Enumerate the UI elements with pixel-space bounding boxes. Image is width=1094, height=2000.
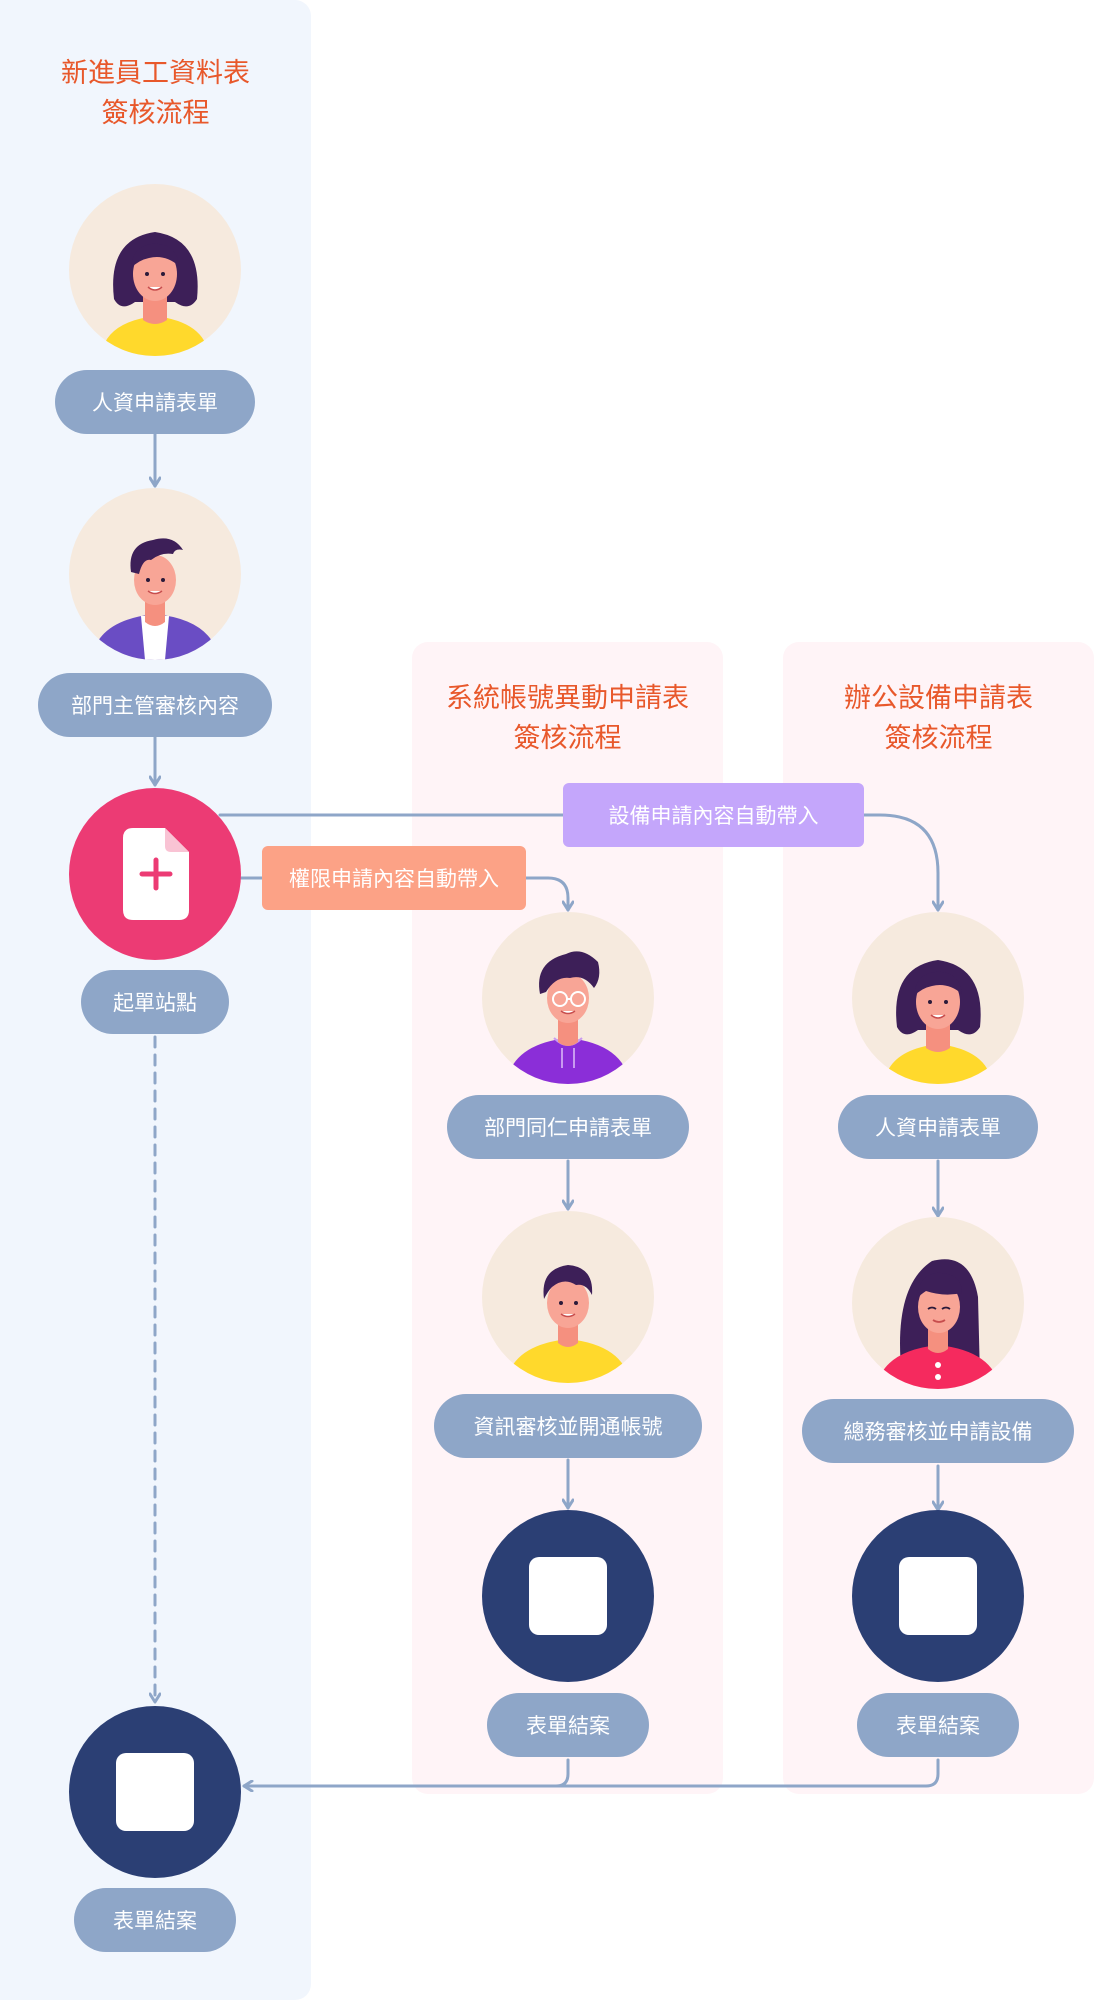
node-start-station[interactable]: 起單站點 bbox=[81, 970, 229, 1034]
lane-title-system-account: 系統帳號異動申請表 簽核流程 bbox=[446, 683, 689, 754]
node-main-form-closed[interactable]: 表單結案 bbox=[74, 1888, 236, 1952]
node-hr-apply-form[interactable]: 人資申請表單 bbox=[55, 370, 255, 434]
avatar-hr-woman bbox=[69, 184, 241, 356]
node-hr-apply-form-2[interactable]: 人資申請表單 bbox=[838, 1095, 1038, 1159]
end-node-office[interactable] bbox=[852, 1510, 1024, 1682]
connector-start-to-equipment bbox=[218, 813, 938, 912]
node-general-review-apply-equipment[interactable]: 總務審核並申請設備 bbox=[802, 1399, 1074, 1463]
node-colleague-apply[interactable]: 部門同仁申請表單 bbox=[447, 1095, 689, 1159]
tag-permission-auto-fill: 權限申請內容自動帶入 bbox=[262, 846, 526, 910]
stop-icon bbox=[899, 1557, 977, 1635]
node-system-form-closed[interactable]: 表單結案 bbox=[487, 1693, 649, 1757]
add-document-icon bbox=[123, 828, 189, 920]
connector-start-to-permission bbox=[239, 876, 568, 912]
end-node-system[interactable] bbox=[482, 1510, 654, 1682]
avatar-it-man bbox=[482, 1211, 654, 1383]
end-node-main[interactable] bbox=[69, 1706, 241, 1878]
avatar-hr-woman-2 bbox=[852, 912, 1024, 1084]
lane-title-new-employee: 新進員工資料表 簽核流程 bbox=[61, 58, 250, 129]
connector-system-end-to-main-end bbox=[242, 1758, 570, 1786]
stop-icon bbox=[116, 1753, 194, 1831]
lane-title-office-equipment: 辦公設備申請表 簽核流程 bbox=[844, 683, 1033, 754]
node-it-review-open-account[interactable]: 資訊審核並開通帳號 bbox=[434, 1394, 702, 1458]
avatar-general-affairs-woman bbox=[852, 1217, 1024, 1389]
stop-icon bbox=[529, 1557, 607, 1635]
node-manager-review[interactable]: 部門主管審核內容 bbox=[38, 673, 272, 737]
node-office-form-closed[interactable]: 表單結案 bbox=[857, 1693, 1019, 1757]
tag-equipment-auto-fill: 設備申請內容自動帶入 bbox=[563, 783, 864, 847]
avatar-manager-man bbox=[69, 488, 241, 660]
connector-office-end-to-main-end bbox=[554, 1758, 940, 1788]
avatar-colleague-glasses bbox=[482, 912, 654, 1084]
start-node[interactable] bbox=[69, 788, 241, 960]
